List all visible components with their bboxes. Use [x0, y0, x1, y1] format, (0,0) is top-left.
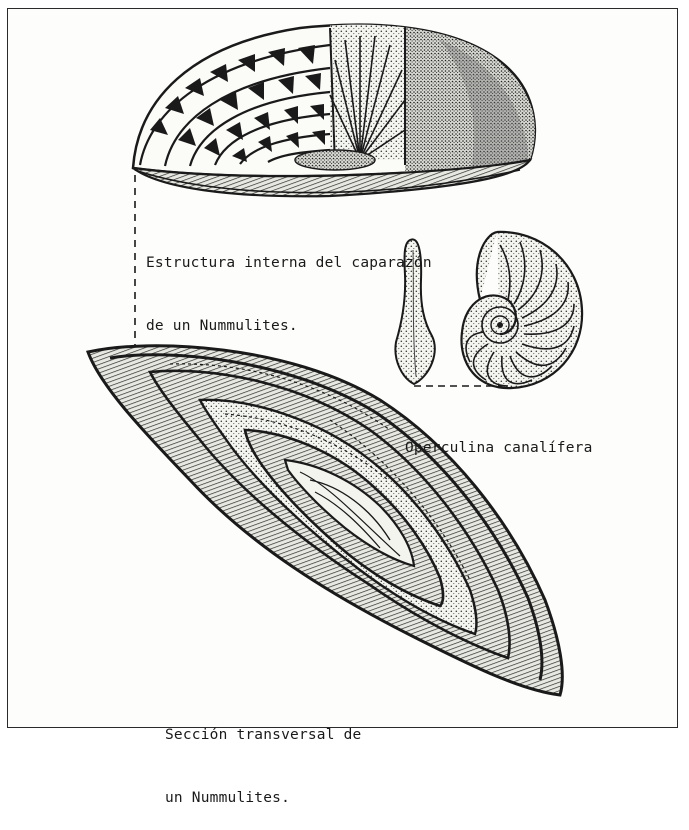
nummulites-section-caption-line1: Sección transversal de — [165, 725, 361, 746]
operculina-spiral-view-drawing — [461, 232, 582, 388]
nummulites-section-caption-line2: un Nummulites. — [165, 788, 361, 809]
nummulites-structure-caption: Estructura interna del caparazón de un N… — [146, 211, 432, 358]
operculina-caption-line1: Operculina canalífera — [405, 438, 593, 459]
nummulites-section-caption: Sección transversal de un Nummulites. — [165, 683, 361, 830]
nummulites-structure-caption-line2: de un Nummulites. — [146, 316, 432, 337]
nummulites-internal-structure-drawing — [133, 20, 535, 196]
fossil-illustration — [0, 0, 689, 735]
operculina-caption: Operculina canalífera — [405, 396, 593, 480]
nummulites-structure-caption-line1: Estructura interna del caparazón — [146, 253, 432, 274]
